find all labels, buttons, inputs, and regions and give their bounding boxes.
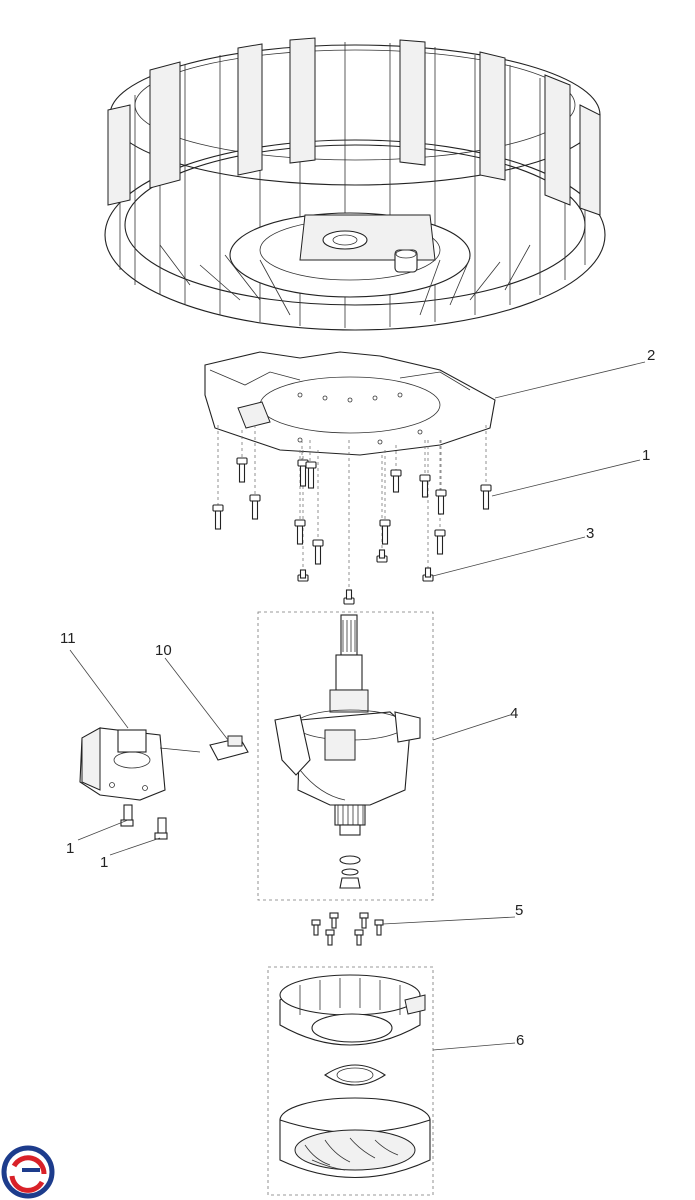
connector bbox=[209, 735, 249, 761]
bolt-set bbox=[212, 457, 492, 605]
logo-red-arc bbox=[11, 1155, 47, 1175]
screw-set bbox=[311, 912, 384, 946]
callout-4: 4 bbox=[510, 705, 518, 722]
pump-unit bbox=[79, 727, 201, 840]
callout-1-pump-bolt-a: 1 bbox=[66, 840, 74, 857]
shaft-assembly bbox=[257, 611, 434, 901]
callout-11: 11 bbox=[60, 630, 76, 647]
callout-5: 5 bbox=[515, 902, 523, 919]
mounting-plate bbox=[204, 351, 496, 456]
logo-outer-ring bbox=[1, 1145, 55, 1199]
logo-red-arc-2 bbox=[9, 1175, 45, 1193]
callout-6: 6 bbox=[516, 1032, 524, 1049]
callout-2: 2 bbox=[647, 347, 655, 364]
callout-3: 3 bbox=[586, 525, 594, 542]
callouts: 2 1 3 4 5 6 11 10 1 1 bbox=[60, 347, 655, 1049]
motor-assembly bbox=[267, 966, 434, 1196]
callout-1-plate-bolts: 1 bbox=[642, 447, 650, 464]
leader-lines bbox=[69, 361, 646, 1051]
callout-1-pump-bolt-b: 1 bbox=[100, 854, 108, 871]
callout-10: 10 bbox=[155, 642, 172, 659]
brand-logo bbox=[1, 1145, 55, 1199]
drum-assembly bbox=[104, 37, 606, 331]
